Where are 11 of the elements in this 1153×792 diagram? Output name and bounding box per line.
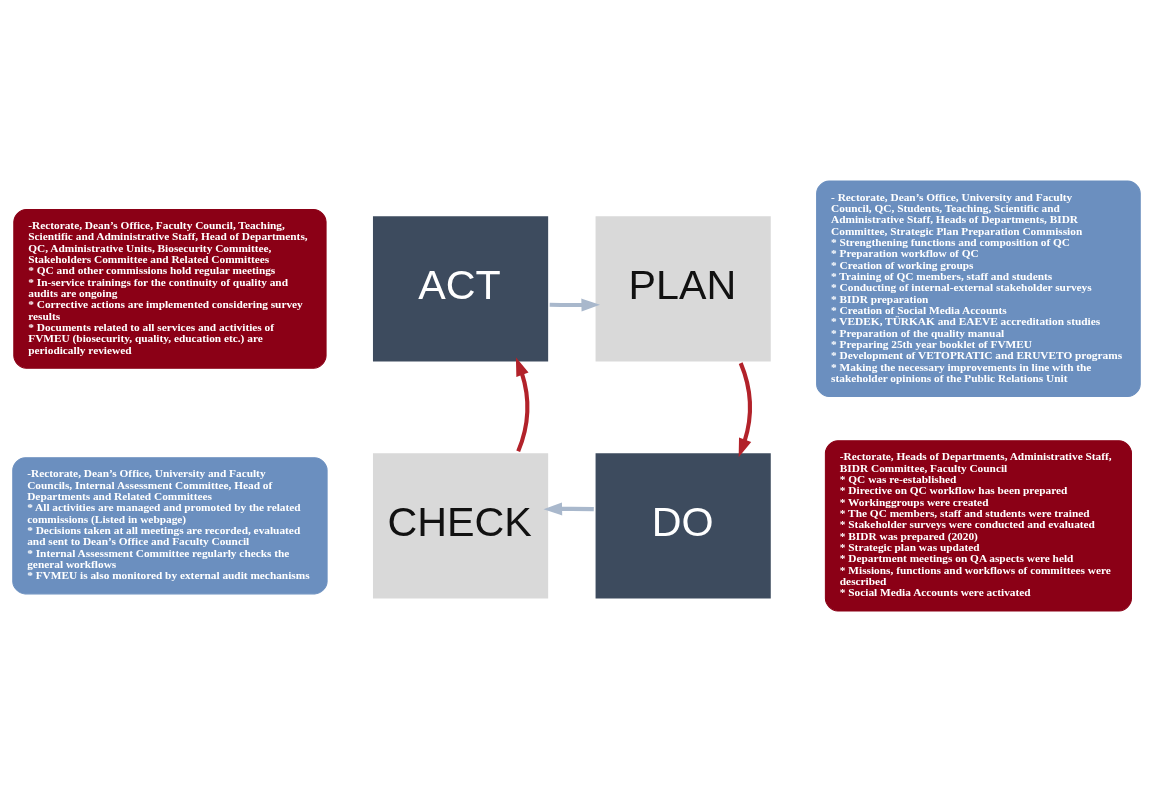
node-box: -Rectorate, Heads of Departments, Administrative Staff, BIDR Committee, Faculty Council * QC was re-established * Directive on QC workflow has been prepared * Workinggroups were created * The QC members, staff and students were trained * Stakeholder surveys were conducted and evaluated * BIDR was prepared (2020) * Strategic plan was updated * Department meetings on QA aspects were held * Missions, functions and workflows of committees were described * Social Media Accounts were activated bbox=[824, 440, 1132, 612]
arrow bbox=[515, 357, 530, 453]
arrow bbox=[549, 298, 601, 312]
node-box: DO bbox=[592, 450, 774, 602]
node-box: - Rectorate, Dean’s Office, University and Faculty Council, QC, Students, Teaching, Scientific and Administrative Staff, Heads of Departments, BIDR Committee, Strategic Plan Preparation Commission * Strengthening functions and composition of QC * Preparation workflow of QC * Creation of working groups * Training of QC members, staff and students * Conducting of internal-external stakeholder surveys * BIDR preparation * Creation of Social Media Accounts * VEDEK, TÜRKAK and EAEVE accreditation studies * Preparation of the quality manual * Preparing 25th year booklet of FVMEU * Development of VETOPRATIC and ERUVETO programs * Making the necessary improvements in line with the stakeholder opinions of the Public Relations Unit bbox=[816, 180, 1141, 398]
arrow bbox=[543, 502, 594, 516]
node-box: -Rectorate, Dean’s Office, Faculty Council, Teaching, Scientific and Administrative Staff, Head of Departments, QC, Administrative Units, Biosecurity Committee, Stakeholders Committee and Related Committees * QC and other commissions hold regular meetings * In-service trainings for the continuity of quality and audits are ongoing * Corrective actions are implemented considering survey results * Documents related to all services and activities of FVMEU (biosecurity, quality, education etc.) are periodically reviewed bbox=[13, 208, 327, 369]
node-box: PLAN bbox=[592, 213, 774, 365]
arrow bbox=[738, 362, 753, 458]
node-box: ACT bbox=[369, 213, 552, 365]
node-box: -Rectorate, Dean’s Office, University and Faculty Councils, Internal Assessment Committee, Head of Departments and Related Committees * All activities are managed and promoted by the related commissions (Listed in webpage) * Decisions taken at all meetings are recorded, evaluated and sent to Dean’s Office and Faculty Council * Internal Assessment Committee regularly checks the general workflows * FVMEU is also monitored by external audit mechanisms bbox=[12, 457, 328, 595]
